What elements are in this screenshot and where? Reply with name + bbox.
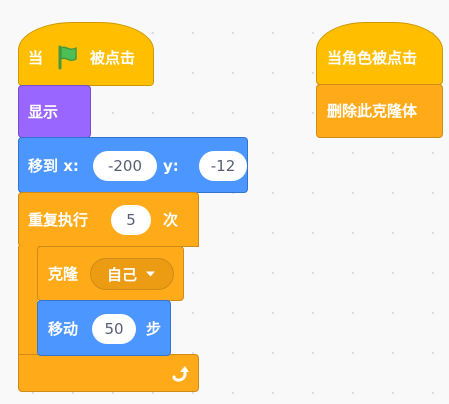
loop-arrow-icon <box>172 366 189 382</box>
repeat-block-top[interactable]: 重复执行 5 次 <box>18 192 199 247</box>
delete-clone-block[interactable]: 删除此克隆体 <box>316 84 443 138</box>
create-clone-block[interactable]: 克隆 自己 <box>37 246 184 301</box>
hat-suffix-label: 被点击 <box>90 49 136 67</box>
sprite-clicked-label: 当角色被点击 <box>327 49 418 67</box>
dropdown-caret-icon <box>146 271 156 277</box>
move-suffix-label: 步 <box>146 320 162 338</box>
clone-label: 克隆 <box>48 265 79 283</box>
when-flag-clicked-block[interactable] <box>18 22 154 86</box>
goto-x-input[interactable]: -200 <box>93 151 157 181</box>
goto-label: 移到 x: <box>28 157 79 175</box>
goto-y-label: y: <box>163 157 179 175</box>
clone-target-dropdown[interactable]: 自己 <box>90 258 174 290</box>
delete-clone-label: 删除此克隆体 <box>327 102 418 120</box>
repeat-suffix-label: 次 <box>163 211 179 229</box>
green-flag-icon <box>58 45 77 70</box>
repeat-block-bottom <box>18 354 199 392</box>
goto-xy-block[interactable]: 移到 x: -200 y: -12 <box>18 137 248 193</box>
hat-prefix-label: 当 <box>28 49 44 67</box>
repeat-count-input[interactable]: 5 <box>111 205 151 235</box>
clone-target-value: 自己 <box>107 265 138 284</box>
goto-y-input[interactable]: -12 <box>199 151 247 181</box>
when-sprite-clicked-block[interactable]: 当角色被点击 <box>316 22 443 85</box>
repeat-label: 重复执行 <box>28 211 89 229</box>
move-steps-block[interactable]: 移动 50 步 <box>37 300 171 356</box>
repeat-block-arm <box>18 246 38 356</box>
move-label: 移动 <box>48 320 79 338</box>
move-steps-input[interactable]: 50 <box>92 314 136 344</box>
show-label: 显示 <box>28 103 59 121</box>
show-block[interactable]: 显示 <box>18 85 91 138</box>
